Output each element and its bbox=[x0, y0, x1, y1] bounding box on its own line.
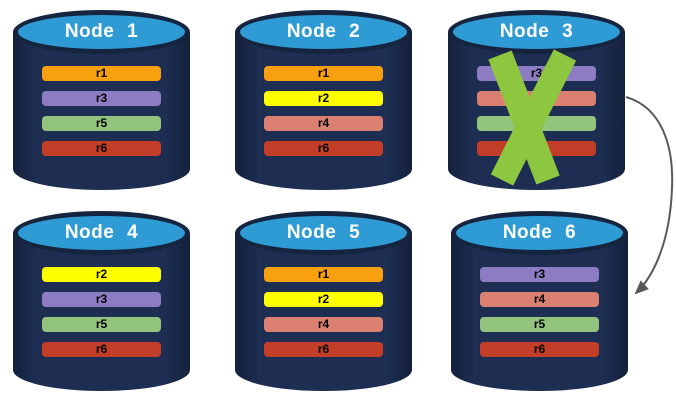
cylinder-body bbox=[235, 233, 412, 391]
cylinder-top bbox=[451, 211, 628, 255]
record-rows: r1 r2 r4 r6 bbox=[264, 66, 383, 166]
record-rows: r1 r2 r4 r6 bbox=[264, 267, 383, 367]
record-row: r3 bbox=[477, 66, 596, 81]
record-row: r1 bbox=[42, 66, 161, 81]
record-row: r1 bbox=[264, 267, 383, 282]
cylinder-top bbox=[13, 211, 190, 255]
record-row: r2 bbox=[42, 267, 161, 282]
node-title: Node 3 bbox=[499, 21, 574, 42]
record-row: r5 bbox=[42, 317, 161, 332]
record-row: r6 bbox=[42, 141, 161, 156]
record-row: r5 bbox=[42, 116, 161, 131]
cylinder-body bbox=[235, 32, 412, 190]
record-row bbox=[477, 141, 596, 156]
node-6-cylinder: Node 6 r3 r4 r5 r6 bbox=[451, 211, 628, 391]
record-row: r4 bbox=[264, 317, 383, 332]
node-2-cylinder: Node 2 r1 r2 r4 r6 bbox=[235, 10, 412, 190]
record-row: r6 bbox=[264, 342, 383, 357]
record-rows: r3 bbox=[477, 66, 596, 166]
node-3-cylinder: Node 3 r3 bbox=[448, 10, 625, 190]
record-row: r4 bbox=[480, 292, 599, 307]
node-4-cylinder: Node 4 r2 r3 r5 r6 bbox=[13, 211, 190, 391]
record-row: r2 bbox=[264, 292, 383, 307]
node-5-cylinder: Node 5 r1 r2 r4 r6 bbox=[235, 211, 412, 391]
record-rows: r1 r3 r5 r6 bbox=[42, 66, 161, 166]
node-title: Node 5 bbox=[286, 222, 361, 243]
node-title: Node 1 bbox=[64, 21, 139, 42]
node-title: Node 2 bbox=[286, 21, 361, 42]
record-row bbox=[477, 116, 596, 131]
cylinder-top bbox=[235, 211, 412, 255]
record-row: r1 bbox=[264, 66, 383, 81]
record-row: r2 bbox=[264, 91, 383, 106]
record-row: r6 bbox=[480, 342, 599, 357]
record-row: r6 bbox=[264, 141, 383, 156]
record-row: r3 bbox=[42, 292, 161, 307]
record-row: r3 bbox=[480, 267, 599, 282]
record-rows: r3 r4 r5 r6 bbox=[480, 267, 599, 367]
cylinder-top bbox=[235, 10, 412, 54]
node-title: Node 6 bbox=[502, 222, 577, 243]
record-row: r3 bbox=[42, 91, 161, 106]
node-1-cylinder: Node 1 r1 r3 r5 r6 bbox=[13, 10, 190, 190]
record-row: r6 bbox=[42, 342, 161, 357]
cylinder-body bbox=[13, 32, 190, 190]
node-title: Node 4 bbox=[64, 222, 139, 243]
cylinder-body bbox=[13, 233, 190, 391]
record-row: r4 bbox=[264, 116, 383, 131]
cylinder-top bbox=[13, 10, 190, 54]
record-row: r5 bbox=[480, 317, 599, 332]
record-rows: r2 r3 r5 r6 bbox=[42, 267, 161, 367]
cylinder-body bbox=[451, 233, 628, 391]
record-row bbox=[477, 91, 596, 106]
